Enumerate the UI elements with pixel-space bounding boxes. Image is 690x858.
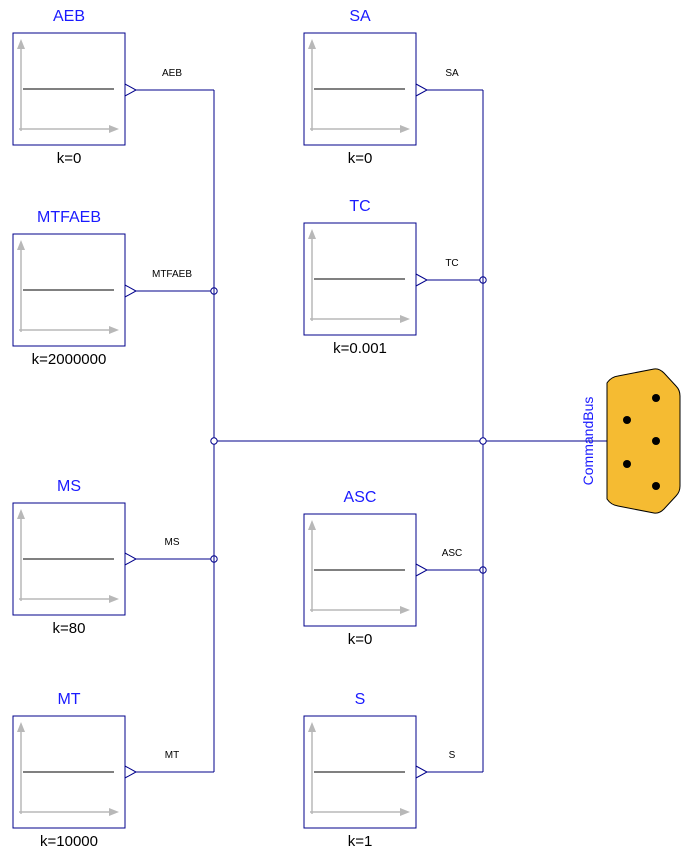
connector-pin [623, 460, 631, 468]
signal-wire-ms: MS [136, 537, 218, 563]
junction-dot [210, 437, 218, 445]
block-title: MTFAEB [37, 209, 101, 226]
constant-block-s[interactable]: Sk=1 [303, 691, 429, 850]
constant-block-ms[interactable]: MS k=80 [12, 478, 138, 637]
wires: AEB MTFAEB MS MT SA TC ASC S [136, 68, 607, 773]
y-axis-arrow-icon [17, 240, 25, 250]
constant-block-tc[interactable]: TC k=0.001 [303, 198, 429, 357]
signal-wire-s: S [427, 750, 483, 773]
y-axis-arrow-icon [17, 39, 25, 49]
signal-label: MT [165, 750, 179, 761]
output-port[interactable] [124, 552, 138, 566]
constant-block-aeb[interactable]: AEB k=0 [12, 8, 138, 167]
block-title: TC [349, 198, 370, 215]
x-axis-arrow-icon [109, 808, 119, 816]
bus-lines [210, 90, 607, 772]
block-title: SA [349, 8, 371, 25]
block-parameter: k=0 [348, 631, 373, 648]
constant-block-sa[interactable]: SA k=0 [303, 8, 429, 167]
block-title: ASC [344, 489, 377, 506]
block-title: S [355, 691, 366, 708]
connector-pin [652, 394, 660, 402]
block-parameter: k=0.001 [333, 340, 387, 357]
y-axis-arrow-icon [308, 39, 316, 49]
signal-label: MTFAEB [152, 269, 192, 280]
signal-label: S [449, 750, 456, 761]
constant-block-asc[interactable]: ASC k=0 [303, 489, 429, 648]
block-title: MS [57, 478, 81, 495]
block-title: MT [57, 691, 80, 708]
x-axis-arrow-icon [109, 326, 119, 334]
connector-pin [652, 482, 660, 490]
block-parameter: k=1 [348, 833, 373, 850]
junction-dot [479, 437, 487, 445]
output-port[interactable] [415, 83, 429, 97]
y-axis-arrow-icon [17, 509, 25, 519]
x-axis-arrow-icon [400, 606, 410, 614]
signal-wire-aeb: AEB [136, 68, 214, 91]
block-parameter: k=80 [53, 620, 86, 637]
output-port[interactable] [415, 273, 429, 287]
y-axis-arrow-icon [308, 229, 316, 239]
signal-label: SA [445, 68, 459, 79]
blocks: AEBk=0MTFAEBk=2000000MSk=80MTk=10000SAk=… [12, 8, 429, 850]
signal-wire-mt: MT [136, 750, 214, 773]
constant-block-mtfaeb[interactable]: MTFAEB k=2000000 [12, 209, 138, 368]
y-axis-arrow-icon [308, 520, 316, 530]
commandbus-label: CommandBus [580, 397, 596, 486]
y-axis-arrow-icon [308, 722, 316, 732]
constant-block-mt[interactable]: MT k=10000 [12, 691, 138, 850]
x-axis-arrow-icon [400, 808, 410, 816]
signal-wire-asc: ASC [427, 548, 487, 574]
connector-body[interactable] [606, 368, 681, 514]
output-port[interactable] [124, 83, 138, 97]
output-port[interactable] [415, 765, 429, 779]
y-axis-arrow-icon [17, 722, 25, 732]
commandbus-connector[interactable]: CommandBus [580, 368, 681, 514]
block-title: AEB [53, 8, 85, 25]
x-axis-arrow-icon [109, 125, 119, 133]
signal-wire-mtfaeb: MTFAEB [136, 269, 218, 295]
signal-label: AEB [162, 68, 182, 79]
output-port[interactable] [415, 563, 429, 577]
signal-label: MS [165, 537, 180, 548]
x-axis-arrow-icon [109, 595, 119, 603]
block-parameter: k=0 [348, 150, 373, 167]
block-parameter: k=2000000 [32, 351, 107, 368]
block-parameter: k=0 [57, 150, 82, 167]
signal-wire-tc: TC [427, 258, 487, 284]
signal-wire-sa: SA [427, 68, 483, 91]
output-port[interactable] [124, 284, 138, 298]
x-axis-arrow-icon [400, 125, 410, 133]
connector-pin [652, 437, 660, 445]
signal-label: TC [445, 258, 458, 269]
x-axis-arrow-icon [400, 315, 410, 323]
signal-label: ASC [442, 548, 463, 559]
connector-pin [623, 416, 631, 424]
output-port[interactable] [124, 765, 138, 779]
block-parameter: k=10000 [40, 833, 98, 850]
